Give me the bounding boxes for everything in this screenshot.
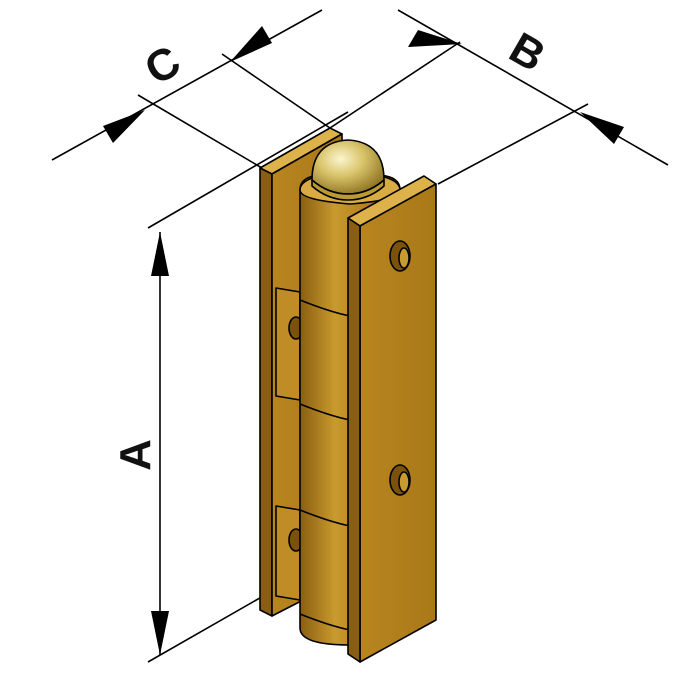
dim-b-arrow-right (580, 112, 624, 144)
dim-b-arrow-left (408, 30, 462, 47)
dim-c-label: C (137, 36, 189, 94)
dimension-arrows (103, 26, 624, 655)
dim-b-extension-right (437, 103, 589, 185)
front-leaf-screw-hole-upper-inner (398, 247, 410, 269)
pin-ball (311, 139, 385, 201)
barrel-seam-3 (299, 509, 351, 527)
dim-b-extension-left (329, 41, 461, 129)
dim-a-arrow-top (151, 232, 169, 276)
dim-a-arrow-bottom (151, 611, 169, 655)
back-leaf-edge (259, 167, 273, 617)
dim-c-extension-right (221, 53, 331, 129)
barrel-seam-4 (299, 613, 351, 631)
dim-a-label: A (111, 439, 160, 471)
back-leaf-slot-lower (275, 505, 301, 601)
front-leaf-screw-hole-lower-inner (398, 471, 410, 493)
front-leaf (347, 175, 437, 663)
pin-ball-base (311, 179, 385, 201)
barrel-seam-1 (299, 299, 351, 317)
front-leaf-edge (347, 217, 361, 663)
dim-c-arrow-left (103, 110, 145, 143)
dim-a-extension-top (147, 111, 349, 229)
dimension-lines (51, 9, 669, 663)
dim-c-arrow-right (230, 26, 272, 62)
pin-ball-dome (311, 139, 385, 195)
dim-b-line (397, 9, 669, 166)
hinge (259, 127, 437, 663)
barrel-seam-2 (299, 403, 351, 421)
dim-c-line (51, 9, 323, 161)
back-leaf-slot-upper (275, 287, 301, 401)
dim-c-extension-left (137, 94, 263, 169)
